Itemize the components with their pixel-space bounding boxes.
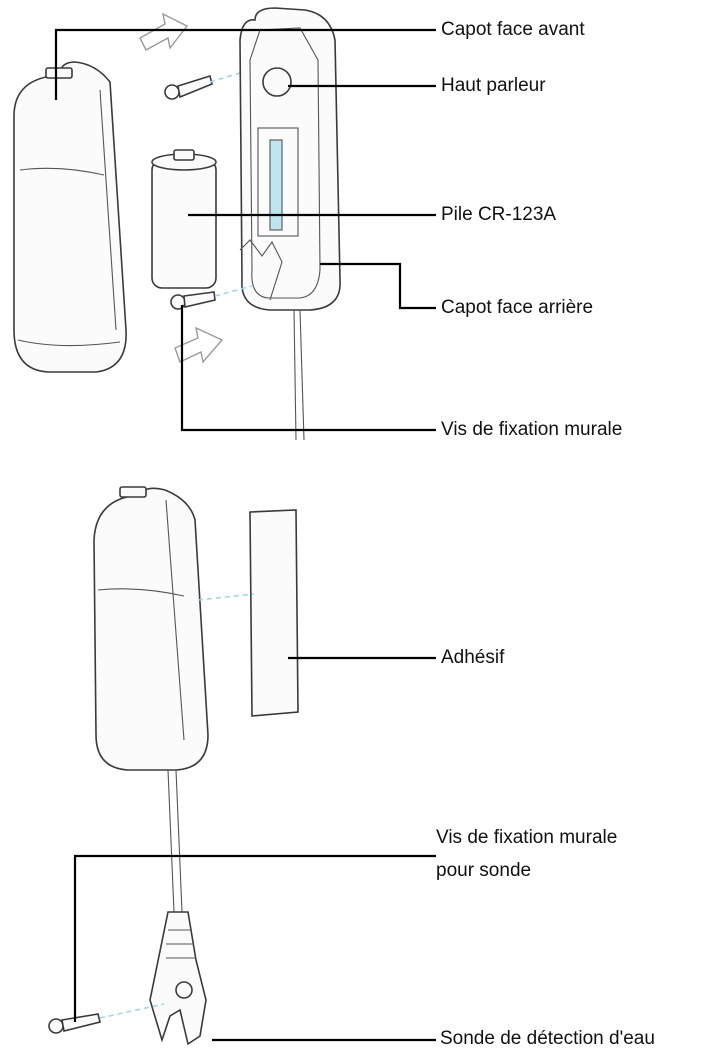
- upper-screw: [164, 74, 213, 100]
- arrow-top: [139, 12, 189, 51]
- label-wall-screws: Vis de fixation murale: [441, 419, 623, 440]
- label-water-probe: Sonde de détection d'eau: [440, 1028, 655, 1049]
- adhesive-part: [249, 509, 299, 717]
- front-cover-part: [13, 61, 127, 373]
- assembled-detector: [93, 486, 209, 1046]
- label-battery: Pile CR-123A: [441, 204, 557, 225]
- arrow-bottom: [174, 326, 224, 364]
- label-adhesive: Adhésif: [441, 647, 505, 668]
- rear-cover-part: [239, 7, 341, 441]
- label-rear-cover: Capot face arrière: [441, 297, 594, 318]
- label-probe-screw-line2: pour sonde: [436, 860, 532, 881]
- leader-lines: [54, 28, 436, 1042]
- battery-part: [151, 149, 217, 289]
- label-front-cover: Capot face avant: [441, 19, 585, 40]
- probe-screw: [48, 1013, 101, 1034]
- lower-screw: [170, 291, 216, 310]
- label-probe-screw-line1: Vis de fixation murale: [436, 827, 618, 848]
- label-speaker: Haut parleur: [441, 75, 546, 96]
